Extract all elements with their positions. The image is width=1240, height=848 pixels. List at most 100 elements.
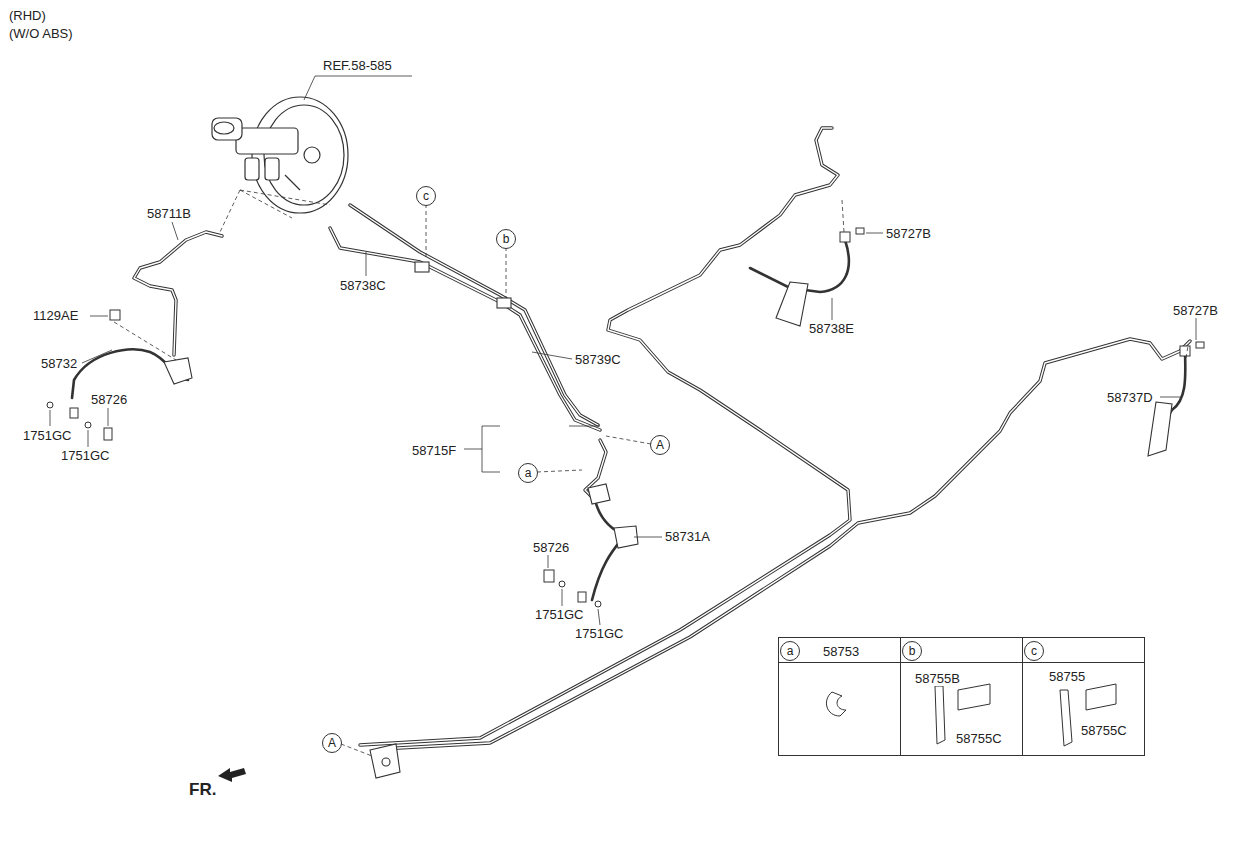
part-number: 58731A	[664, 529, 711, 544]
callout-letter: A	[650, 438, 670, 452]
leader-line	[482, 426, 500, 472]
callout-circle: a	[518, 463, 538, 483]
part-number: 58755B	[914, 671, 961, 686]
brake-booster	[214, 122, 234, 134]
clip-part	[1060, 690, 1072, 746]
brake-booster	[304, 147, 320, 163]
callout-circle: a	[780, 641, 800, 661]
callout-circle: A	[322, 733, 342, 753]
circle-shape	[781, 642, 800, 661]
bracket	[588, 484, 610, 504]
parts-table	[779, 638, 1145, 756]
front-arrow	[218, 768, 246, 782]
fitting	[1180, 346, 1190, 356]
callout-letter: a	[518, 466, 538, 480]
clip-part	[826, 692, 846, 716]
dashed-leader	[114, 322, 176, 360]
circle-shape	[651, 436, 670, 455]
circle-shape	[519, 464, 538, 483]
parts-table	[779, 638, 1145, 756]
part-number: 58737D	[1106, 390, 1154, 405]
dashed-leader	[1186, 346, 1188, 358]
part-number: 58732	[40, 356, 78, 371]
brake-booster	[264, 105, 344, 205]
brake-booster	[245, 158, 259, 180]
callout-circle: b	[496, 229, 516, 249]
circle-shape	[323, 734, 342, 753]
dashed-leader	[506, 247, 507, 298]
bracket	[382, 758, 390, 766]
part-number: 58711B	[146, 206, 192, 221]
fitting	[1196, 342, 1204, 348]
part-number: 1751GC	[574, 626, 624, 641]
callout-circle: b	[902, 641, 922, 661]
part-number: 58727B	[1172, 303, 1219, 318]
part-number: 1751GC	[22, 428, 72, 443]
bracket	[497, 298, 511, 308]
fitting	[47, 228, 1204, 607]
hose	[592, 500, 625, 600]
part-number: 58755C	[1080, 723, 1128, 738]
brake-booster	[265, 158, 279, 180]
hose	[72, 240, 1185, 600]
fitting	[559, 581, 565, 587]
brake-booster	[252, 97, 348, 213]
circle-shape	[497, 230, 516, 249]
part-number: REF.58-585	[322, 58, 393, 73]
bracket	[370, 744, 400, 778]
leader-line	[172, 222, 178, 240]
callout-letter: b	[496, 232, 516, 246]
part-number: 58726	[532, 540, 570, 555]
fitting	[104, 428, 112, 440]
leader-line	[1196, 318, 1197, 340]
circle-shape	[1025, 642, 1044, 661]
fitting	[856, 228, 864, 234]
callout-letter: A	[322, 736, 342, 750]
bracket	[415, 262, 429, 272]
fitting	[110, 310, 120, 320]
part-number: 58715F	[411, 443, 457, 458]
fitting	[85, 422, 91, 428]
brake-booster	[236, 128, 298, 154]
callout-letter: b	[902, 644, 922, 658]
leader-line	[304, 76, 412, 100]
dashed-leader	[220, 190, 330, 232]
leader-line	[108, 408, 109, 426]
callout-circle: c	[1024, 641, 1044, 661]
part-number: 1751GC	[534, 607, 584, 622]
part-number: 1751GC	[60, 448, 110, 463]
fitting	[840, 232, 850, 242]
leader-line	[464, 449, 482, 450]
circle-shape	[903, 642, 922, 661]
leader-line	[50, 76, 1196, 625]
leader-line	[866, 233, 883, 234]
part-number: 58738C	[339, 278, 387, 293]
bracket	[164, 262, 1172, 778]
callout-letter: a	[780, 644, 800, 658]
part-number: 58727B	[885, 226, 932, 241]
leader-line	[548, 555, 549, 568]
leader-line	[1160, 397, 1180, 398]
fitting	[595, 601, 601, 607]
clip-part	[958, 684, 990, 710]
bracket	[164, 358, 192, 384]
brake-booster	[285, 175, 300, 190]
leader-line	[598, 609, 600, 625]
clip-part	[1086, 684, 1116, 710]
part-number: 58726	[90, 392, 128, 407]
leader-line	[88, 430, 89, 447]
front-arrow	[218, 768, 246, 782]
part-number: (W/O ABS)	[8, 26, 74, 41]
bracket	[1148, 402, 1172, 456]
fitting	[544, 570, 554, 582]
leader-line	[90, 316, 108, 317]
fitting	[70, 408, 78, 418]
fitting	[578, 592, 586, 602]
leader-line	[634, 537, 662, 538]
leader-line	[569, 426, 600, 427]
dashed-leader	[114, 190, 1188, 756]
callout-letter: c	[1024, 644, 1044, 658]
clip-part	[826, 684, 1116, 746]
